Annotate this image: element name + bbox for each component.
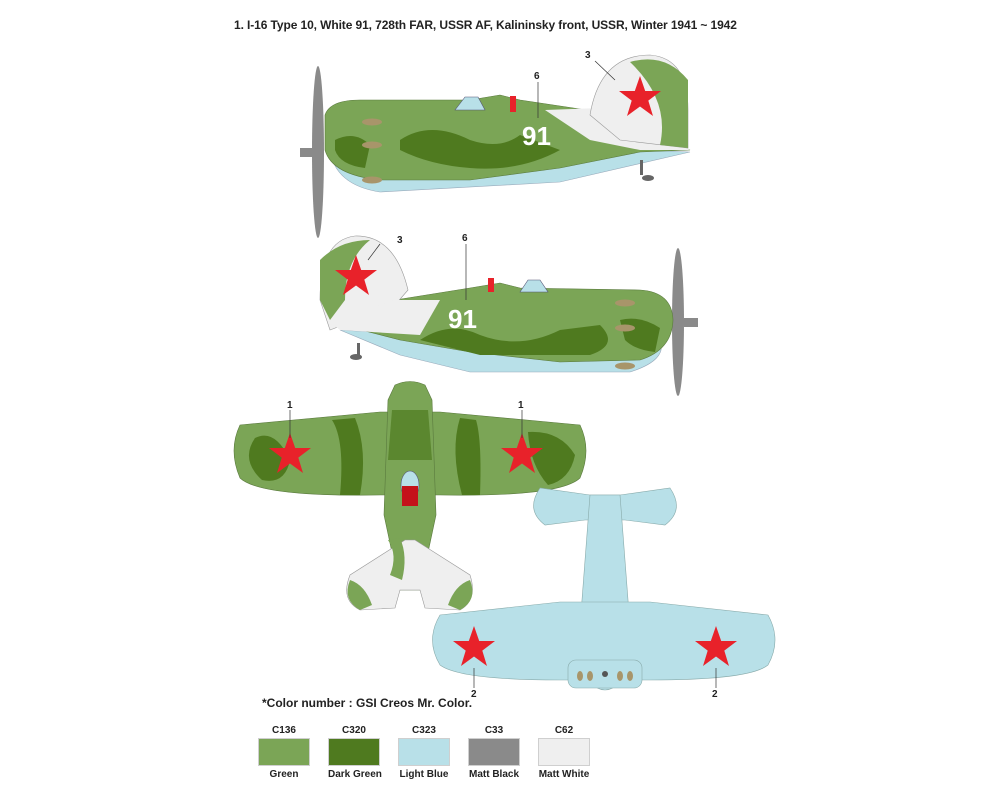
swatch-dark-green: C320 Dark Green	[328, 724, 382, 780]
swatch-chip	[398, 738, 450, 766]
swatch-code: C62	[554, 725, 574, 736]
swatch-chip	[258, 738, 310, 766]
callout-tail-right: 3	[397, 235, 403, 246]
color-swatch-legend: C136 Green C320 Dark Green C323 Light Bl…	[258, 724, 618, 784]
swatch-code: C33	[484, 725, 504, 736]
swatch-name: Green	[269, 769, 299, 780]
callout-tail-left: 3	[585, 50, 591, 61]
swatch-chip	[468, 738, 520, 766]
callout-lower-star-left: 2	[471, 689, 477, 700]
callout-upper-star-left: 1	[287, 400, 293, 411]
swatch-name: Light Blue	[399, 769, 449, 780]
propeller	[672, 248, 684, 396]
swatch-code: C323	[412, 725, 436, 736]
swatch-name: Matt Black	[468, 769, 519, 780]
bottom-view: 2 2	[432, 487, 776, 700]
swatch-name: Matt White	[538, 769, 590, 780]
callout-number-left: 6	[534, 71, 540, 82]
callout-lower-star-right: 2	[712, 689, 718, 700]
swatch-light-blue: C323 Light Blue	[398, 724, 450, 780]
right-side-profile: 91 3 6	[319, 233, 698, 396]
callout-upper-star-right: 1	[518, 400, 524, 411]
color-number-note: *Color number : GSI Creos Mr. Color.	[262, 696, 473, 710]
swatch-chip	[328, 738, 380, 766]
top-view: 1 1	[233, 381, 587, 611]
callout-number-right: 6	[462, 233, 468, 244]
swatch-matt-white: C62 Matt White	[538, 724, 590, 780]
propeller	[312, 66, 324, 238]
swatch-code: C136	[272, 725, 296, 736]
fuselage-number-right: 91	[448, 304, 477, 334]
left-side-profile: 91 3 6	[300, 50, 691, 238]
profile-title: 1. I-16 Type 10, White 91, 728th FAR, US…	[234, 18, 737, 32]
fuselage-number-left: 91	[522, 121, 551, 151]
swatch-name: Dark Green	[328, 769, 382, 780]
swatch-code: C320	[342, 725, 366, 736]
swatch-green: C136 Green	[258, 724, 310, 780]
swatch-chip	[538, 738, 590, 766]
swatch-matt-black: C33 Matt Black	[468, 724, 520, 780]
